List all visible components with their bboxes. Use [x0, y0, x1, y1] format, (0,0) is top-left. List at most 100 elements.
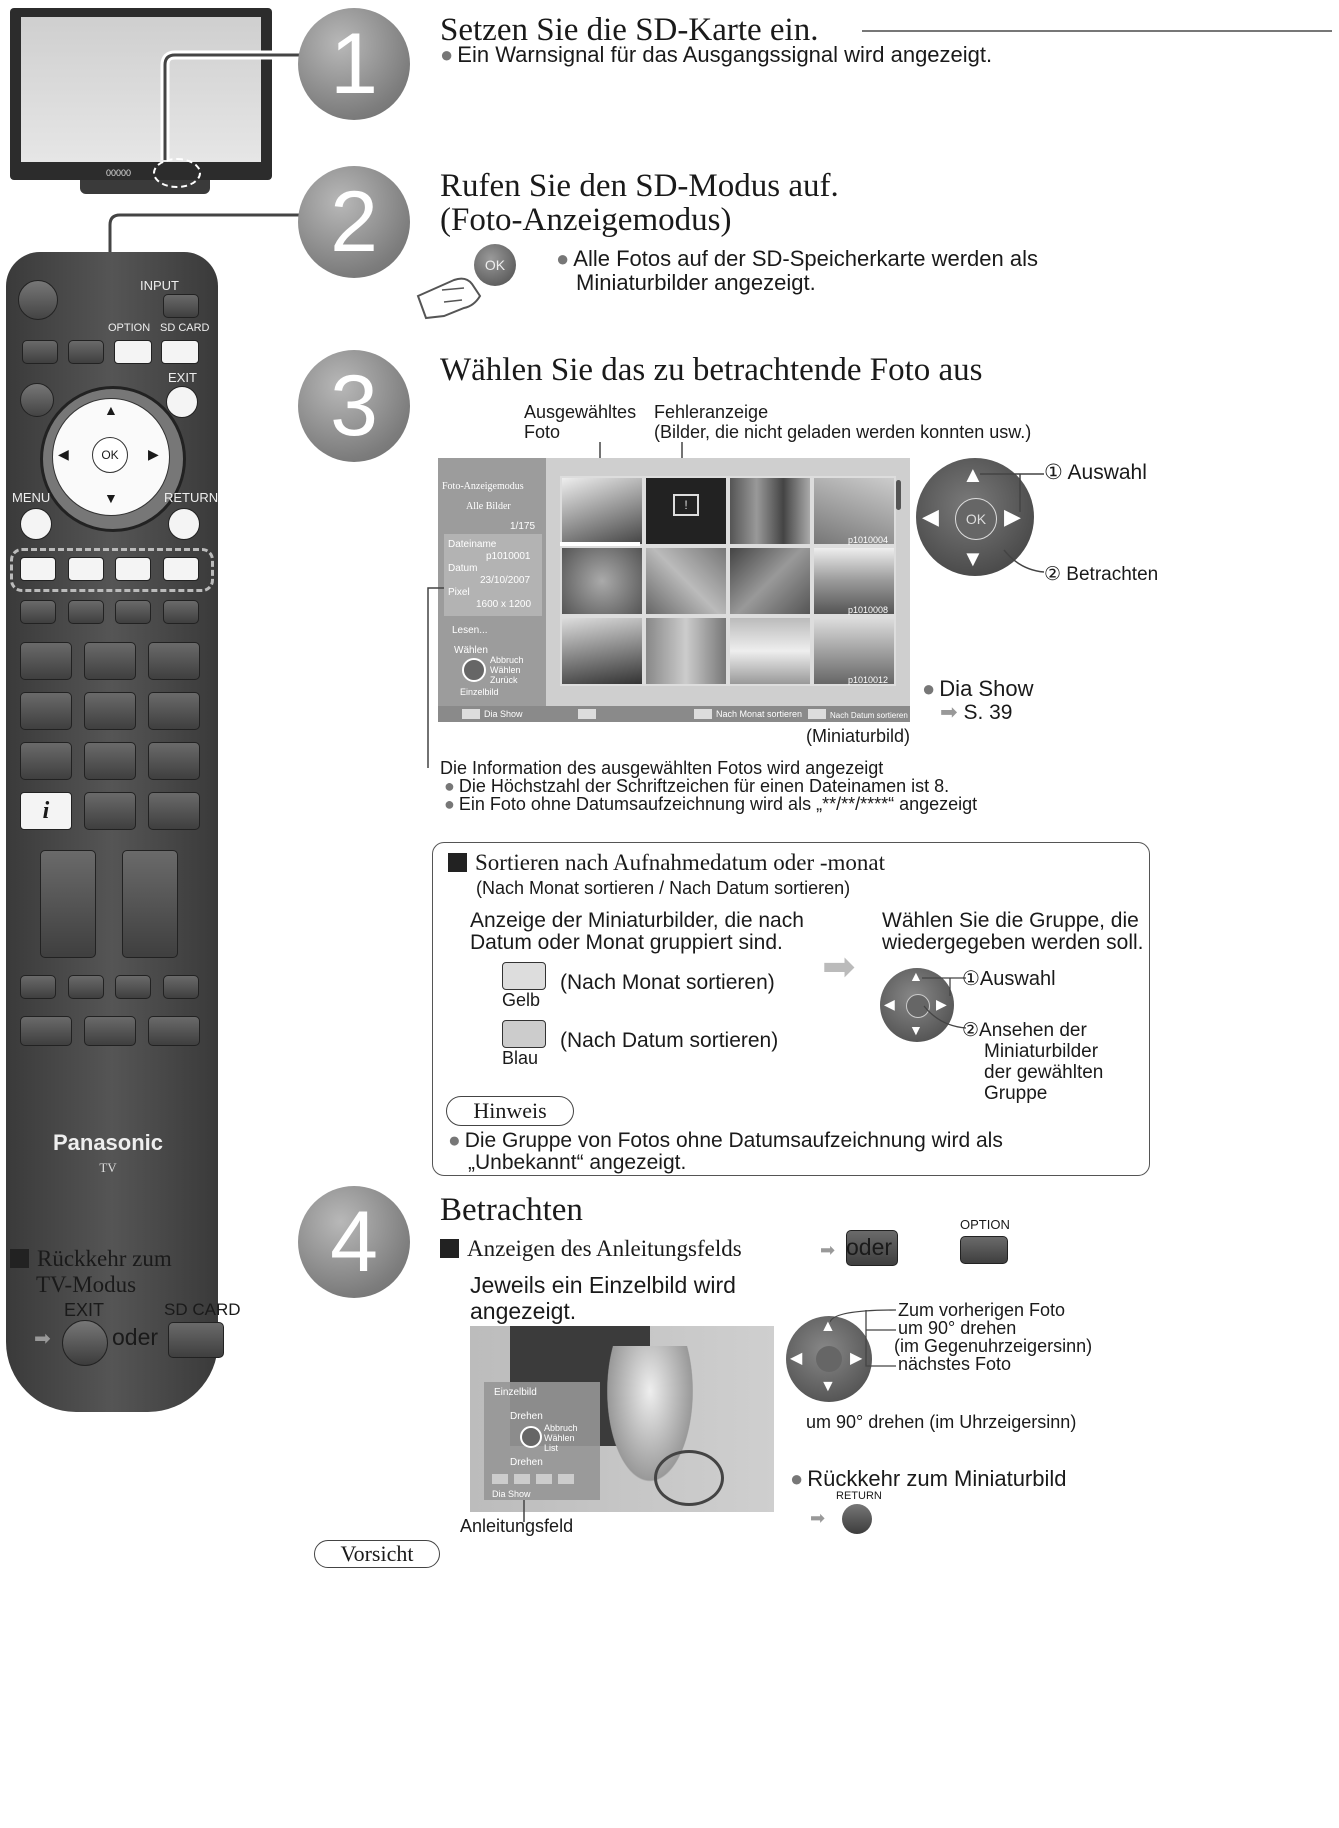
- step3-left-arrow[interactable]: ◀: [922, 504, 939, 529]
- thumbnail-2-error[interactable]: [644, 476, 728, 546]
- step3-info-b2-text: Ein Foto ohne Datumsaufzeichnung wird al…: [458, 794, 978, 814]
- remote-btn-b[interactable]: [68, 340, 104, 364]
- step3-label-selected-1: Ausgewähltes: [524, 402, 637, 422]
- step3-up-arrow[interactable]: ▲: [962, 462, 984, 487]
- step3-right-arrow[interactable]: ▶: [1004, 504, 1021, 529]
- remote-btn-c3[interactable]: [148, 1016, 200, 1046]
- thumbnail-5[interactable]: [560, 546, 644, 616]
- remote-ok-button[interactable]: OK: [92, 437, 128, 473]
- thumbnail-12[interactable]: [812, 616, 896, 686]
- thumbnail-6[interactable]: [644, 546, 728, 616]
- sort-up-arrow[interactable]: ▲: [909, 968, 923, 984]
- remote-btn-b3[interactable]: [115, 975, 151, 999]
- sort-left-2: Datum oder Monat gruppiert sind.: [470, 931, 783, 954]
- thumbnail-11[interactable]: [728, 616, 812, 686]
- step3-down-arrow[interactable]: ▼: [962, 546, 984, 571]
- remote-num-3[interactable]: [148, 642, 200, 680]
- thumbnail-1[interactable]: [560, 476, 644, 546]
- screen-all-images: Alle Bilder: [466, 501, 511, 512]
- remote-btn-r1[interactable]: [20, 600, 56, 624]
- remote-nav-pad[interactable]: [52, 398, 170, 516]
- step4-return-button[interactable]: [842, 1504, 872, 1534]
- step2-ok-button[interactable]: OK: [474, 244, 516, 286]
- remote-btn-b2[interactable]: [68, 975, 104, 999]
- remote-num-9[interactable]: [148, 742, 200, 780]
- remote-round-button[interactable]: [20, 383, 54, 417]
- step3-pad-select: ① Auswahl: [1044, 461, 1147, 484]
- remote-option-button[interactable]: [114, 340, 152, 364]
- step4-down-arrow[interactable]: ▼: [820, 1378, 836, 1395]
- remote-num-extra[interactable]: [148, 792, 200, 830]
- remote-num-7[interactable]: [20, 742, 72, 780]
- remote-num-8[interactable]: [84, 742, 136, 780]
- remote-exit-button[interactable]: [166, 386, 198, 418]
- thumbnail-4[interactable]: [812, 476, 896, 546]
- sort-left-arrow[interactable]: ◀: [884, 996, 895, 1012]
- step4-up-arrow[interactable]: ▲: [820, 1318, 836, 1335]
- hint-line-2: „Unbekannt“ angezeigt.: [468, 1151, 687, 1174]
- sort-down-arrow[interactable]: ▼: [909, 1022, 923, 1038]
- remote-btn-c1[interactable]: [20, 1016, 72, 1046]
- blue-label: Blau: [502, 1048, 539, 1068]
- thumbnail-8[interactable]: [812, 546, 896, 616]
- remote-up-arrow[interactable]: ▲: [104, 402, 118, 418]
- remote-num-4[interactable]: [20, 692, 72, 730]
- sort-select: ①Auswahl: [962, 968, 1056, 990]
- step4-info-key[interactable]: [846, 1230, 898, 1266]
- step4-back-text: Rückkehr zum Miniaturbild: [807, 1466, 1067, 1491]
- thumbnail-3[interactable]: [728, 476, 812, 546]
- step4-option-key[interactable]: [960, 1236, 1008, 1264]
- return-tv-sdcard-button[interactable]: [168, 1322, 224, 1358]
- remote-return-button[interactable]: [168, 508, 200, 540]
- remote-num-5[interactable]: [84, 692, 136, 730]
- footer-blue-key: [808, 709, 826, 719]
- step4-title: Betrachten: [440, 1192, 583, 1228]
- remote-num-2[interactable]: [84, 642, 136, 680]
- remote-btn-a[interactable]: [22, 340, 58, 364]
- step2-note-1-text: Alle Fotos auf der SD-Speicherkarte werd…: [573, 246, 1038, 271]
- remote-num-0[interactable]: [84, 792, 136, 830]
- remote-menu-button[interactable]: [20, 508, 52, 540]
- remote-blue-button[interactable]: [163, 557, 199, 581]
- remote-btn-r3[interactable]: [115, 600, 151, 624]
- remote-info-button[interactable]: i: [20, 792, 72, 830]
- remote-right-arrow[interactable]: ▶: [148, 446, 159, 462]
- remote-power-button[interactable]: [18, 280, 58, 320]
- step3-slideshow-text: Dia Show: [939, 676, 1034, 701]
- thumbnail-9[interactable]: [560, 616, 644, 686]
- screen-date: 23/10/2007: [480, 575, 531, 586]
- remote-btn-c2[interactable]: [84, 1016, 136, 1046]
- step3-slideshow-ref-text[interactable]: S. 39: [963, 701, 1013, 724]
- remote-channel-rocker[interactable]: [122, 850, 178, 958]
- remote-btn-b4[interactable]: [163, 975, 199, 999]
- sort-right-arrow[interactable]: ▶: [936, 996, 947, 1012]
- remote-yellow-button[interactable]: [115, 557, 151, 581]
- step4-ok-button[interactable]: [816, 1346, 842, 1372]
- remote-btn-r2[interactable]: [68, 600, 104, 624]
- remote-red-button[interactable]: [20, 557, 56, 581]
- step4-right-arrow[interactable]: ▶: [850, 1350, 863, 1367]
- remote-sdcard-button[interactable]: [161, 340, 199, 364]
- remote-num-1[interactable]: [20, 642, 72, 680]
- remote-down-arrow[interactable]: ▼: [104, 490, 118, 506]
- screen-scrollbar[interactable]: [896, 480, 901, 510]
- step3-ok-button[interactable]: OK: [955, 498, 997, 540]
- step4-option-label: OPTION: [960, 1217, 1010, 1232]
- blue-key[interactable]: [502, 1020, 546, 1048]
- yellow-key[interactable]: [502, 962, 546, 990]
- step4-left-arrow[interactable]: ◀: [790, 1350, 803, 1367]
- remote-volume-rocker[interactable]: [40, 850, 96, 958]
- remote-green-button[interactable]: [68, 557, 104, 581]
- sort-ok-button[interactable]: [906, 994, 930, 1018]
- yellow-text: (Nach Monat sortieren): [560, 971, 775, 994]
- remote-btn-r4[interactable]: [163, 600, 199, 624]
- thumbnail-7[interactable]: [728, 546, 812, 616]
- remote-btn-b1[interactable]: [20, 975, 56, 999]
- return-tv-exit-button[interactable]: [62, 1320, 108, 1366]
- overlay-list: List: [544, 1443, 559, 1453]
- sort-view-3: der gewählten: [984, 1062, 1104, 1083]
- remote-left-arrow[interactable]: ◀: [58, 446, 69, 462]
- thumbnail-10[interactable]: [644, 616, 728, 686]
- remote-input-button[interactable]: [163, 294, 199, 318]
- remote-num-6[interactable]: [148, 692, 200, 730]
